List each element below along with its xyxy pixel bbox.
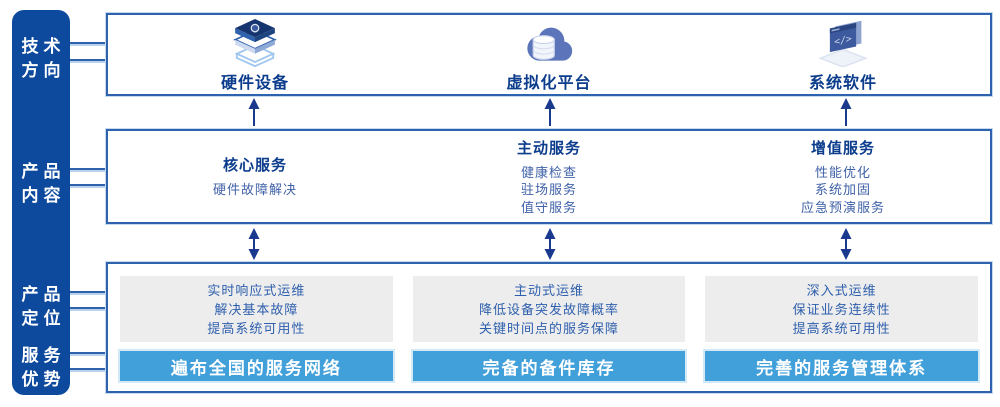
advantage-bar: 完善的服务管理体系 <box>705 351 979 381</box>
double-arrow-icon <box>840 228 852 260</box>
product-content-box: 核心服务 硬件故障解决 主动服务 健康检查 驻场服务 值守服务 增值服务 性能优… <box>106 129 992 224</box>
service-item: 硬件故障解决 <box>212 182 297 198</box>
connector-line <box>70 352 106 354</box>
tech-column-virtualization: 虚拟化平台 <box>402 15 696 94</box>
position-line: 降低设备突发故障概率 <box>479 301 620 317</box>
product-position-box: 实时响应式运维 解决基本故障 提高系统可用性 遍布全国的服务网络 主动式运维 降… <box>106 262 992 393</box>
server-stack-icon <box>228 17 282 67</box>
double-arrow-icon <box>248 228 260 260</box>
position-panel: 实时响应式运维 解决基本故障 提高系统可用性 <box>120 276 393 342</box>
service-item: 值守服务 <box>520 199 577 215</box>
service-item: 系统加固 <box>814 182 871 198</box>
service-title: 增值服务 <box>810 139 875 157</box>
tech-direction-box: 硬件设备 虚拟化平台 <box>106 13 992 96</box>
service-item: 应急预演服务 <box>800 199 885 215</box>
position-line: 提高系统可用性 <box>207 320 306 336</box>
position-line: 主动式运维 <box>514 282 585 298</box>
position-line: 解决基本故障 <box>214 301 299 317</box>
position-line: 关键时间点的服务保障 <box>479 320 620 336</box>
connector-line <box>70 291 106 293</box>
position-panel: 主动式运维 降低设备突发故障概率 关键时间点的服务保障 <box>412 276 686 342</box>
connector-line <box>70 307 106 309</box>
service-column-value-added: 增值服务 性能优化 系统加固 应急预演服务 <box>696 131 990 222</box>
position-line: 实时响应式运维 <box>207 282 306 298</box>
up-arrow-icon <box>840 98 852 126</box>
connector-line <box>70 368 106 370</box>
tech-label-virtualization: 虚拟化平台 <box>506 74 592 92</box>
service-column-core: 核心服务 硬件故障解决 <box>108 131 402 222</box>
svg-text:</>: </> <box>834 33 852 48</box>
service-item: 性能优化 <box>814 164 871 180</box>
position-column-realtime: 实时响应式运维 解决基本故障 提高系统可用性 遍布全国的服务网络 <box>120 276 393 381</box>
connector-line <box>70 42 106 44</box>
up-arrow-icon <box>544 98 556 126</box>
service-title: 核心服务 <box>222 157 287 175</box>
advantage-bar: 完备的备件库存 <box>412 351 686 381</box>
position-line: 提高系统可用性 <box>792 320 891 336</box>
tech-column-hardware: 硬件设备 <box>108 15 402 94</box>
service-title: 主动服务 <box>516 139 581 157</box>
connector-line <box>70 168 106 170</box>
service-item: 驻场服务 <box>520 182 577 198</box>
position-line: 保证业务连续性 <box>792 301 891 317</box>
tech-column-software: </> 系统软件 <box>696 15 990 94</box>
code-window-icon: </> <box>815 17 871 67</box>
service-column-proactive: 主动服务 健康检查 驻场服务 值守服务 <box>402 131 696 222</box>
sidebar-label-tech-direction: 技术 方向 <box>21 37 66 80</box>
position-column-deep: 深入式运维 保证业务连续性 提高系统可用性 完善的服务管理体系 <box>705 276 979 381</box>
sidebar: 技术 方向 产品 内容 产品 定位 服务 优势 <box>12 10 70 395</box>
connector-line <box>70 59 106 61</box>
advantage-bar: 遍布全国的服务网络 <box>120 351 393 381</box>
sidebar-label-product-content: 产品 内容 <box>21 162 66 205</box>
cloud-database-icon <box>521 17 577 67</box>
service-item: 健康检查 <box>520 164 577 180</box>
position-column-proactive: 主动式运维 降低设备突发故障概率 关键时间点的服务保障 完备的备件库存 <box>412 276 686 381</box>
connector-line <box>70 184 106 186</box>
double-arrow-icon <box>544 228 556 260</box>
position-panel: 深入式运维 保证业务连续性 提高系统可用性 <box>705 276 979 342</box>
up-arrow-icon <box>248 98 260 126</box>
sidebar-label-product-position: 产品 定位 <box>21 285 66 328</box>
sidebar-label-service-advantage: 服务 优势 <box>21 346 66 389</box>
tech-label-hardware: 硬件设备 <box>220 74 289 92</box>
position-line: 深入式运维 <box>806 282 877 298</box>
tech-label-software: 系统软件 <box>808 74 877 92</box>
